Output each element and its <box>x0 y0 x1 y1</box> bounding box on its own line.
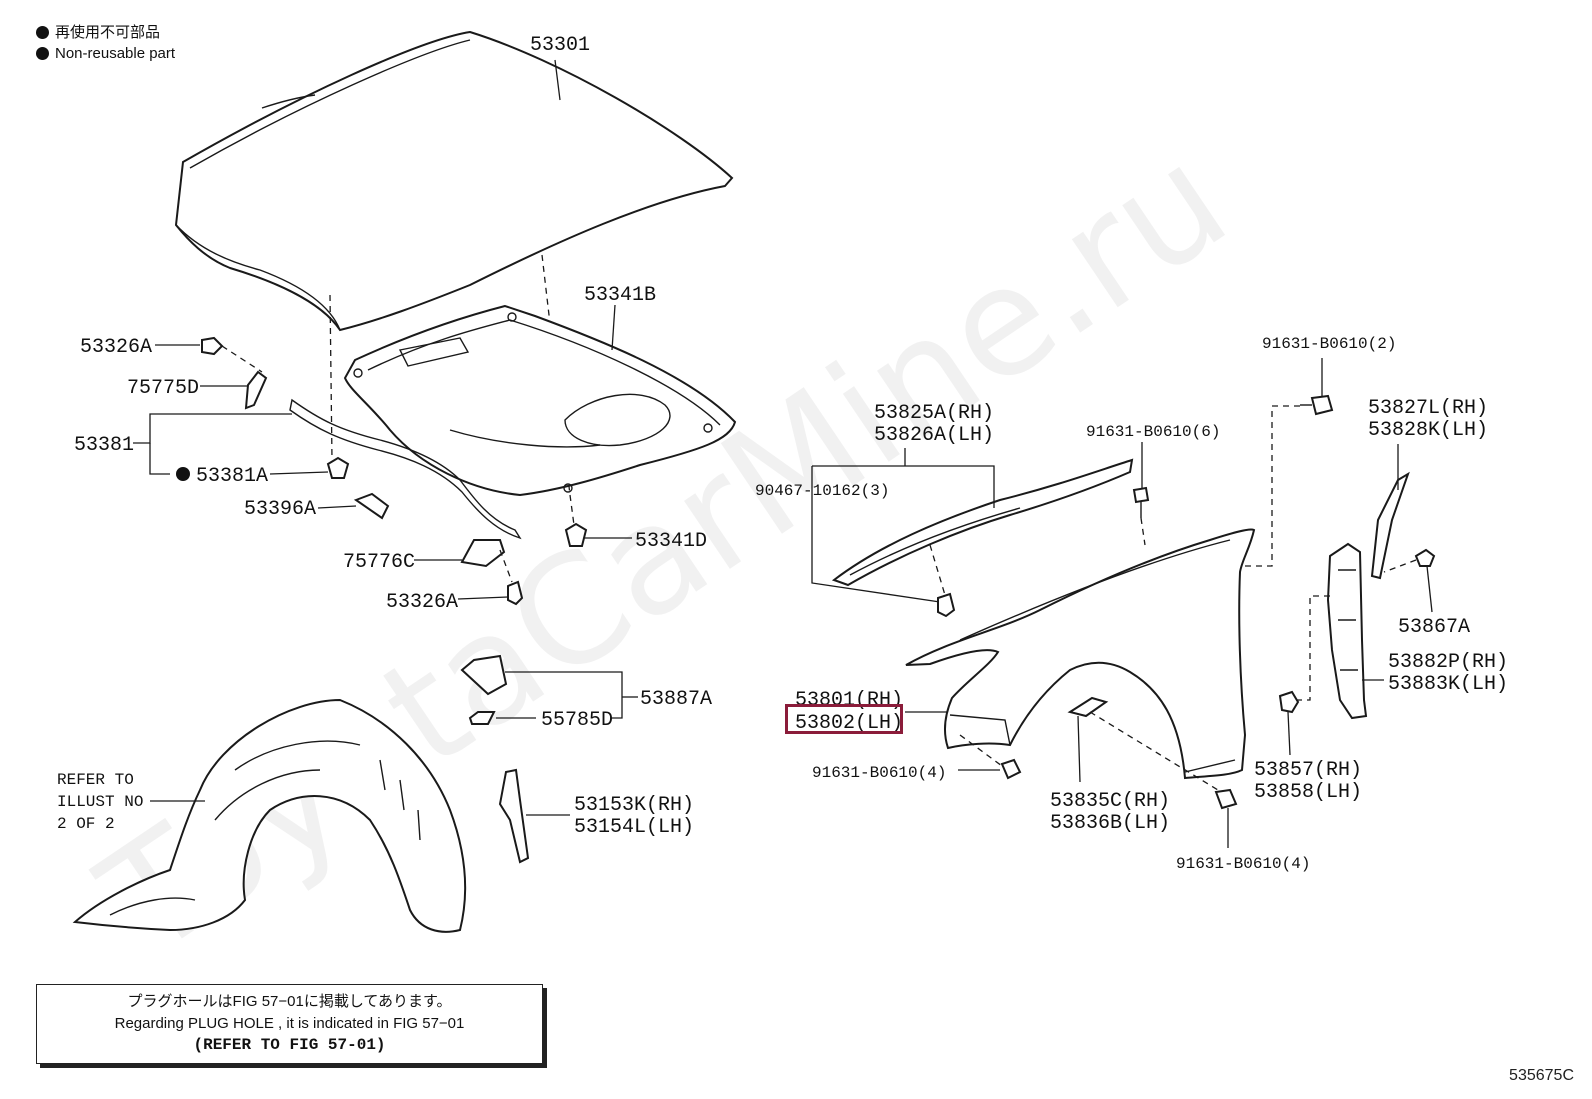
label-refer-2: ILLUST NO <box>57 793 143 811</box>
label-53887a[interactable]: 53887A <box>640 688 712 711</box>
fender-53802 <box>905 528 1256 780</box>
label-53802[interactable]: 53802(LH) <box>795 712 903 735</box>
label-53857[interactable]: 53857(RH) <box>1254 759 1362 782</box>
clip-53867a <box>1414 548 1436 567</box>
label-refer-3: 2 OF 2 <box>57 815 115 833</box>
label-53381a[interactable]: 53381A <box>196 465 268 488</box>
label-53827l[interactable]: 53827L(RH) <box>1368 397 1488 420</box>
legend-en: Non-reusable part <box>55 45 176 62</box>
label-53326a-top[interactable]: 53326A <box>80 336 152 359</box>
clip-53857 <box>1278 690 1300 714</box>
bolt-91631-4-right <box>1214 788 1238 810</box>
legend-jp: 再使用不可部品 <box>55 24 161 41</box>
seal-53153k <box>498 768 530 864</box>
label-refer-1: REFER TO <box>57 771 134 789</box>
bolt-91631-4-left <box>1000 758 1022 780</box>
note-en: Regarding PLUG HOLE , it is indicated in… <box>114 1015 465 1032</box>
label-53825a[interactable]: 53825A(RH) <box>874 402 994 425</box>
fender-liner <box>72 698 467 933</box>
label-91631-b0610-2[interactable]: 91631-B0610(2) <box>1262 335 1396 353</box>
label-53301[interactable]: 53301 <box>530 34 590 57</box>
label-75775d[interactable]: 75775D <box>127 377 199 400</box>
bullet-icon <box>36 47 49 60</box>
label-91631-b0610-4-left[interactable]: 91631-B0610(4) <box>812 764 946 782</box>
label-53341d[interactable]: 53341D <box>635 530 707 553</box>
label-53867a[interactable]: 53867A <box>1398 616 1470 639</box>
label-53882p[interactable]: 53882P(RH) <box>1388 651 1508 674</box>
plug-hole-note: プラグホールはFIG 57−01に掲載してあります。 Regarding PLU… <box>36 984 543 1064</box>
note-jp: プラグホールはFIG 57−01に掲載してあります。 <box>127 993 452 1010</box>
bracket-53882p <box>1326 542 1368 720</box>
label-91631-b0610-4-right[interactable]: 91631-B0610(4) <box>1176 855 1310 873</box>
bracket-75775d <box>244 370 268 410</box>
label-53381[interactable]: 53381 <box>74 434 134 457</box>
bolt-91631-2 <box>1310 394 1334 416</box>
label-55785d[interactable]: 55785D <box>541 709 613 732</box>
label-75776c[interactable]: 75776C <box>343 551 415 574</box>
seal-53827l <box>1370 471 1410 580</box>
label-53326a-bottom[interactable]: 53326A <box>386 591 458 614</box>
clip-53326a-top <box>201 336 263 373</box>
clip-53381a <box>326 456 350 479</box>
label-53836b[interactable]: 53836B(LH) <box>1050 812 1170 835</box>
sealer-53825a <box>831 458 1134 587</box>
label-53341b[interactable]: 53341B <box>584 284 656 307</box>
figure-id: 535675C <box>1509 1067 1574 1084</box>
non-reusable-dot <box>176 467 190 481</box>
pad-53835c <box>1067 696 1109 718</box>
label-53396a[interactable]: 53396A <box>244 498 316 521</box>
label-53858[interactable]: 53858(LH) <box>1254 781 1362 804</box>
label-53828k[interactable]: 53828K(LH) <box>1368 419 1488 442</box>
bracket-75776c <box>460 539 506 568</box>
label-91631-b0610-6[interactable]: 91631-B0610(6) <box>1086 423 1220 441</box>
label-53883k[interactable]: 53883K(LH) <box>1388 673 1508 696</box>
label-53153k[interactable]: 53153K(RH) <box>574 794 694 817</box>
label-90467[interactable]: 90467-10162(3) <box>755 482 889 500</box>
label-53835c[interactable]: 53835C(RH) <box>1050 790 1170 813</box>
clip-53341d <box>564 522 588 547</box>
bullet-icon <box>36 26 49 39</box>
clip-55785d <box>468 711 496 725</box>
highlight-box <box>785 704 903 734</box>
clip-53326a-bottom <box>507 580 524 606</box>
legend: 再使用不可部品 Non-reusable part <box>36 22 175 64</box>
label-53826a[interactable]: 53826A(LH) <box>874 424 994 447</box>
cover-53887a <box>460 654 508 696</box>
bolt-91631-6 <box>1132 486 1150 504</box>
hood-53301 <box>174 30 734 332</box>
note-ref: (REFER TO FIG 57-01) <box>193 1036 386 1054</box>
seal-53381 <box>289 398 522 540</box>
pad-53396a <box>353 492 390 520</box>
label-53154l[interactable]: 53154L(LH) <box>574 816 694 839</box>
hood-insulator-53341b <box>343 304 737 497</box>
clip-90467 <box>937 592 956 618</box>
